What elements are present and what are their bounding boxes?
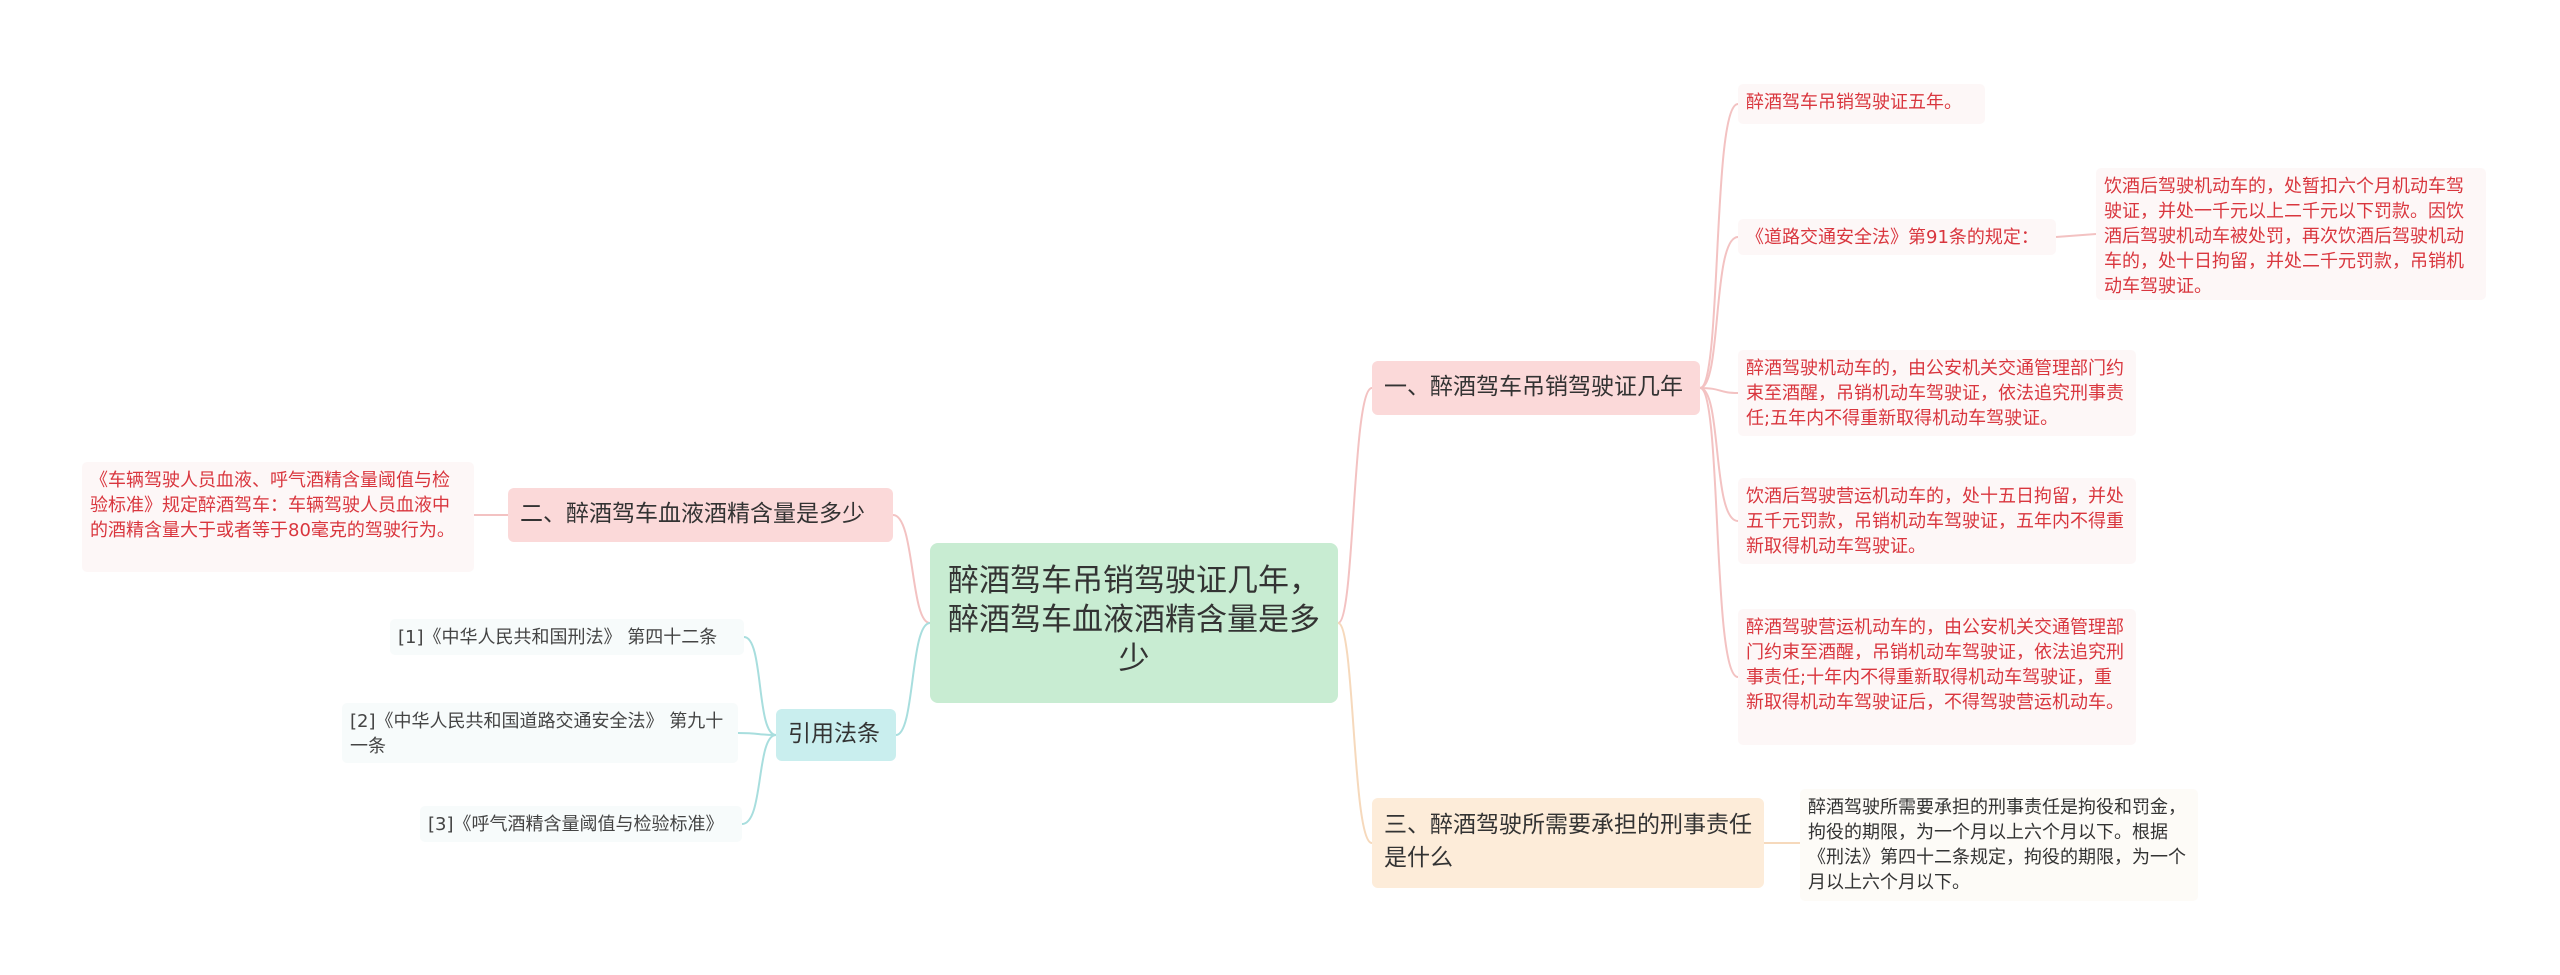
branch-blood-alcohol[interactable]: 二、醉酒驾车血液酒精含量是多少: [508, 488, 893, 542]
link-l2-l3: [2055, 233, 2097, 238]
link-b3-l10: [737, 732, 777, 736]
link-b1-l1: [1699, 103, 1739, 389]
link-root-b2: [892, 514, 931, 624]
leaf-criminal-penalty[interactable]: 醉酒驾驶所需要承担的刑事责任是拘役和罚金，拘役的期限，为一个月以上六个月以下。根…: [1800, 789, 2198, 901]
leaf-drunk-driving-penalty[interactable]: 醉酒驾驶机动车的，由公安机关交通管理部门约束至酒醒，吊销机动车驾驶证，依法追究刑…: [1738, 350, 2136, 436]
link-b1-l4: [1699, 387, 1739, 394]
link-b3-l9: [743, 636, 777, 736]
leaf-revoke-five-years[interactable]: 醉酒驾车吊销驾驶证五年。: [1738, 84, 1985, 124]
branch-revocation-years[interactable]: 一、醉酒驾车吊销驾驶证几年: [1372, 361, 1700, 415]
link-root-b3: [895, 622, 931, 736]
link-root-b1: [1337, 387, 1373, 624]
branch-criminal-liability[interactable]: 三、醉酒驾驶所需要承担的刑事责任是什么: [1372, 798, 1764, 888]
leaf-ref-traffic-law[interactable]: [2]《中华人民共和国道路交通安全法》 第九十一条: [342, 703, 738, 763]
leaf-commercial-drunk-driving[interactable]: 醉酒驾驶营运机动车的，由公安机关交通管理部门约束至酒醒，吊销机动车驾驶证，依法追…: [1738, 609, 2136, 745]
leaf-commercial-drink-driving[interactable]: 饮酒后驾驶营运机动车的，处十五日拘留，并处五千元罚款，吊销机动车驾驶证，五年内不…: [1738, 478, 2136, 564]
branch-cited-laws[interactable]: 引用法条: [776, 709, 896, 761]
leaf-drink-driving-penalty[interactable]: 饮酒后驾驶机动车的，处暂扣六个月机动车驾驶证，并处一千元以上二千元以下罚款。因饮…: [2096, 168, 2486, 300]
leaf-ref-criminal-law[interactable]: [1]《中华人民共和国刑法》 第四十二条: [390, 619, 744, 655]
link-b1-l6: [1699, 387, 1739, 678]
link-b1-l2: [1699, 236, 1739, 389]
leaf-ref-alcohol-standard[interactable]: [3]《呼气酒精含量阈值与检验标准》: [420, 806, 742, 842]
link-root-b4: [1337, 622, 1373, 844]
root-topic[interactable]: 醉酒驾车吊销驾驶证几年，醉酒驾车血液酒精含量是多少: [930, 543, 1338, 703]
link-b3-l11: [741, 734, 777, 825]
leaf-traffic-law-91[interactable]: 《道路交通安全法》第91条的规定：: [1738, 219, 2056, 255]
leaf-alcohol-standard[interactable]: 《车辆驾驶人员血液、呼气酒精含量阈值与检验标准》规定醉酒驾车：车辆驾驶人员血液中…: [82, 462, 474, 572]
link-b1-l5: [1699, 387, 1739, 522]
